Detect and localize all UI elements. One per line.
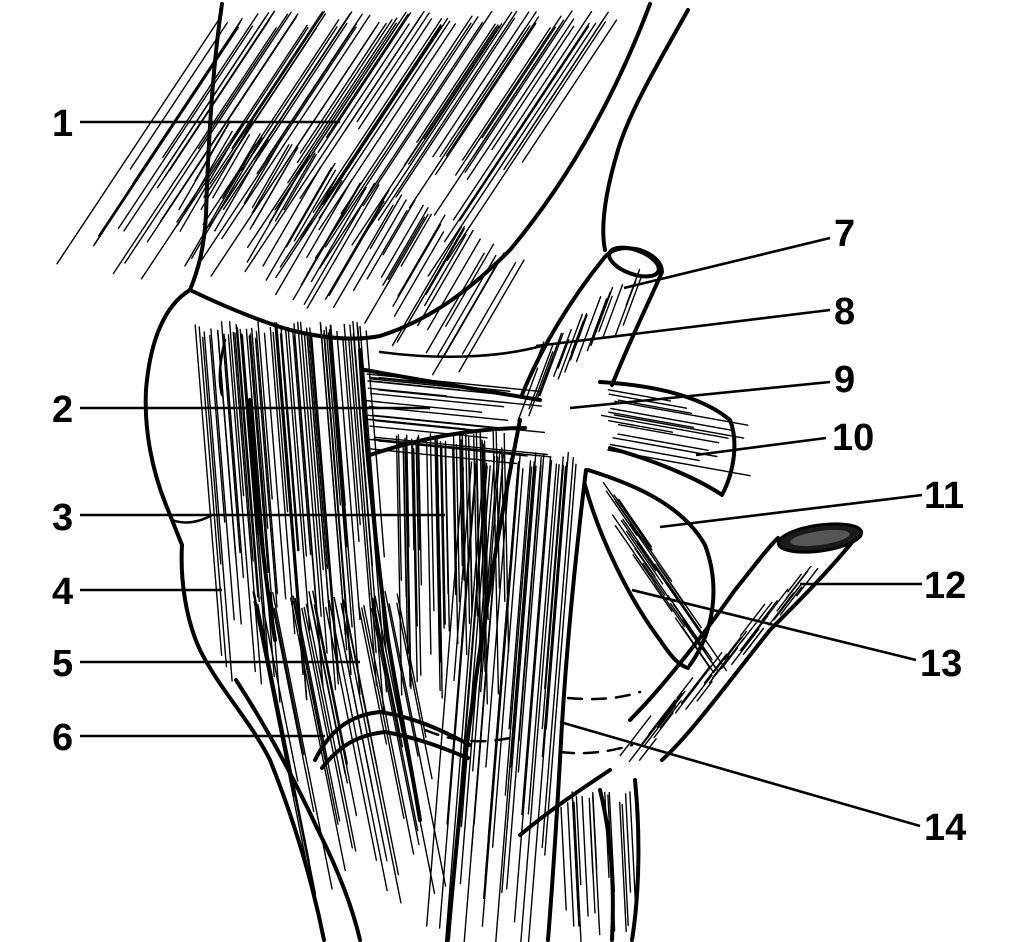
structure-13 xyxy=(583,483,690,670)
main-tibial-band xyxy=(446,418,588,942)
muscle-thigh xyxy=(188,2,652,341)
leader-lines xyxy=(80,120,923,828)
label-3: 3 xyxy=(52,497,73,539)
lateral-leg-contour xyxy=(179,543,362,942)
ligament-6 xyxy=(313,710,472,770)
band-fibres-a xyxy=(194,320,388,713)
number-labels: 1 2 3 4 5 6 7 8 9 10 11 12 13 14 xyxy=(52,103,966,849)
band-5-4 xyxy=(248,348,422,822)
label-12: 12 xyxy=(924,565,966,607)
label-7: 7 xyxy=(834,213,855,255)
band-fibres-b xyxy=(252,590,447,904)
label-1: 1 xyxy=(52,103,73,145)
label-4: 4 xyxy=(52,571,73,613)
ligament-band-2 xyxy=(363,343,547,457)
dashed-lines xyxy=(423,690,642,755)
band-9-10 xyxy=(598,380,737,497)
lower-fibres xyxy=(560,791,637,942)
label-6: 6 xyxy=(52,717,73,759)
label-11: 11 xyxy=(924,475,964,517)
tendon-12 xyxy=(628,522,864,762)
label-8: 8 xyxy=(834,291,855,333)
thigh-posterior-contour xyxy=(601,8,690,252)
tendon-7 xyxy=(520,245,664,397)
label-2: 2 xyxy=(52,389,73,431)
label-5: 5 xyxy=(52,643,73,685)
lower-crossing-bands xyxy=(518,768,641,942)
patella-region xyxy=(143,288,227,547)
label-13: 13 xyxy=(920,643,962,685)
tendon12-fibres xyxy=(619,565,819,763)
capsule-fibres xyxy=(395,430,510,705)
label-14: 14 xyxy=(924,807,966,849)
label-10: 10 xyxy=(832,417,874,459)
label-9: 9 xyxy=(834,359,855,401)
hatching-layer xyxy=(56,10,819,942)
